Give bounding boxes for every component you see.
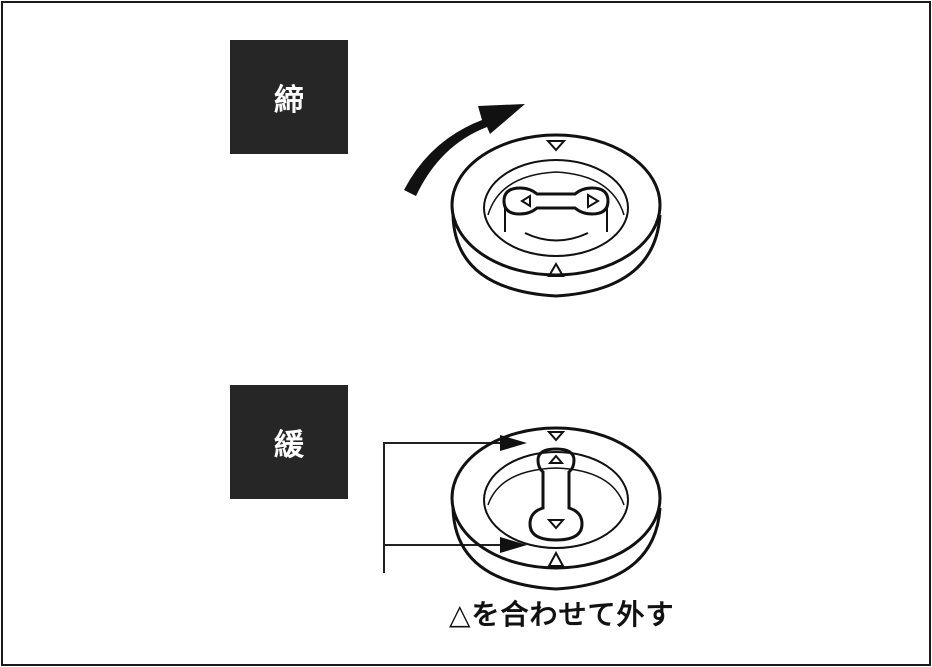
triangle-mark-icon: △ [449, 598, 472, 631]
caption-text: を合わせて外す [471, 598, 675, 631]
tighten-label: 締 [230, 40, 348, 154]
tighten-label-text: 締 [274, 83, 304, 118]
loosen-label-text: 緩 [274, 428, 304, 463]
loosen-label: 緩 [230, 385, 348, 499]
instruction-caption: △を合わせて外す [449, 593, 675, 633]
cap-aligned-view [450, 426, 662, 591]
cap-top-view [450, 133, 662, 298]
clockwise-rotate-arrow-icon [404, 104, 525, 196]
alignment-pointer-arrows-icon [383, 435, 527, 573]
